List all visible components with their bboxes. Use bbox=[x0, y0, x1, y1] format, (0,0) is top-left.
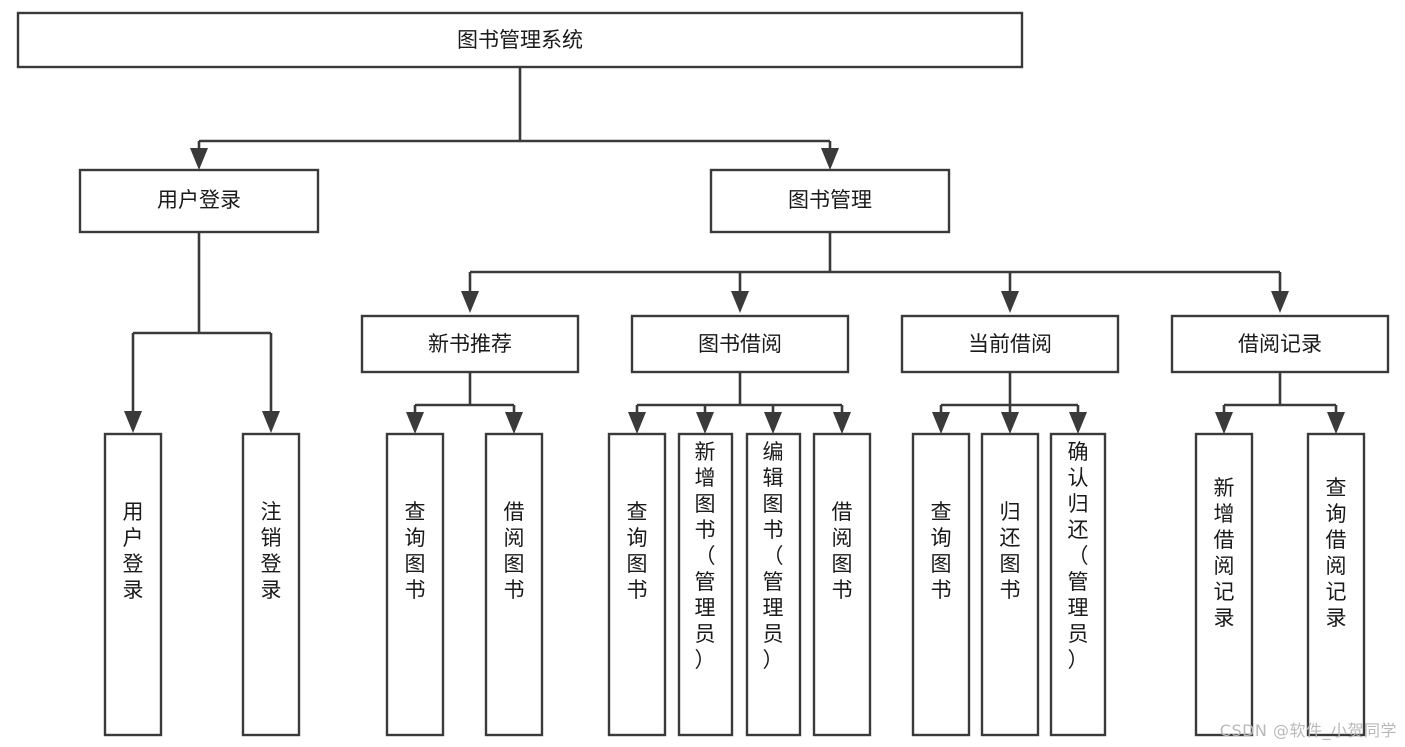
node-leaf-edit-book-box[interactable] bbox=[745, 432, 802, 737]
node-leaf-add-record-box[interactable] bbox=[1194, 432, 1254, 737]
node-leaf-borrow-book-1-label: 借阅图书 bbox=[504, 500, 525, 602]
arrow-icon bbox=[731, 291, 749, 313]
arrow-icon bbox=[406, 412, 424, 434]
node-leaf-logout-box[interactable] bbox=[241, 432, 301, 737]
node-leaf-edit-book-label: 编辑图书（管理员） bbox=[763, 440, 784, 672]
node-leaf-edit-book[interactable]: 编辑图书（管理员） bbox=[745, 432, 802, 737]
node-leaf-query-record-label: 查询借阅记录 bbox=[1326, 476, 1347, 630]
node-borrow-record-label: 借阅记录 bbox=[1238, 332, 1322, 356]
node-current-borrow[interactable]: 当前借阅 bbox=[900, 314, 1120, 374]
arrow-icon bbox=[461, 291, 479, 313]
node-root[interactable]: 图书管理系统 bbox=[16, 11, 1024, 69]
node-leaf-borrow-book-2-box[interactable] bbox=[812, 432, 872, 737]
node-current-borrow-box[interactable] bbox=[900, 314, 1120, 374]
node-new-book-recommend-label: 新书推荐 bbox=[428, 332, 512, 356]
node-leaf-query-book-1[interactable]: 查询图书 bbox=[385, 432, 445, 737]
arrow-icon bbox=[696, 412, 714, 434]
node-root-box[interactable] bbox=[16, 11, 1024, 69]
node-current-borrow-label: 当前借阅 bbox=[968, 332, 1052, 356]
arrow-icon bbox=[821, 148, 839, 170]
node-leaf-user-login-label: 用户登录 bbox=[123, 500, 144, 602]
arrow-icon bbox=[1271, 291, 1289, 313]
arrow-icon bbox=[932, 412, 950, 434]
node-leaf-add-record-label: 新增借阅记录 bbox=[1214, 476, 1235, 630]
node-new-book-recommend[interactable]: 新书推荐 bbox=[360, 314, 580, 374]
node-leaf-add-book[interactable]: 新增图书（管理员） bbox=[677, 432, 734, 737]
node-leaf-query-book-3-label: 查询图书 bbox=[931, 500, 952, 602]
node-book-borrow-label: 图书借阅 bbox=[698, 332, 782, 356]
node-leaf-query-record-box[interactable] bbox=[1306, 432, 1366, 737]
node-leaf-query-book-1-box[interactable] bbox=[385, 432, 445, 737]
node-book-management-label: 图书管理 bbox=[788, 188, 872, 212]
arrow-icon bbox=[124, 411, 142, 433]
node-user-login-label: 用户登录 bbox=[157, 188, 241, 212]
node-leaf-return-book-box[interactable] bbox=[980, 432, 1040, 737]
connector-layer bbox=[124, 67, 1345, 434]
node-leaf-borrow-book-2-label: 借阅图书 bbox=[832, 500, 853, 602]
node-leaf-confirm-return[interactable]: 确认归还（管理员） bbox=[1049, 432, 1107, 737]
node-leaf-query-book-3[interactable]: 查询图书 bbox=[911, 432, 971, 737]
node-leaf-query-book-1-label: 查询图书 bbox=[405, 500, 426, 602]
node-book-management-box[interactable] bbox=[709, 168, 951, 234]
node-new-book-recommend-box[interactable] bbox=[360, 314, 580, 374]
arrow-icon bbox=[1069, 412, 1087, 434]
node-borrow-record-box[interactable] bbox=[1170, 314, 1390, 374]
arrow-icon bbox=[628, 412, 646, 434]
csdn-watermark: CSDN @软件_小贺同学 bbox=[1219, 721, 1397, 740]
node-leaf-user-login[interactable]: 用户登录 bbox=[103, 432, 163, 737]
node-leaf-query-book-2-box[interactable] bbox=[607, 432, 667, 737]
node-leaf-borrow-book-1[interactable]: 借阅图书 bbox=[484, 432, 544, 737]
arrow-icon bbox=[505, 412, 523, 434]
node-leaf-query-book-2-label: 查询图书 bbox=[627, 500, 648, 602]
node-leaf-logout-label: 注销登录 bbox=[261, 500, 282, 602]
node-user-login[interactable]: 用户登录 bbox=[78, 168, 320, 234]
node-user-login-box[interactable] bbox=[78, 168, 320, 234]
node-leaf-query-book-3-box[interactable] bbox=[911, 432, 971, 737]
node-leaf-query-book-2[interactable]: 查询图书 bbox=[607, 432, 667, 737]
node-book-borrow-box[interactable] bbox=[630, 314, 850, 374]
node-leaf-confirm-return-label: 确认归还（管理员） bbox=[1068, 440, 1089, 672]
arrow-icon bbox=[1001, 291, 1019, 313]
arrow-icon bbox=[190, 148, 208, 170]
node-borrow-record[interactable]: 借阅记录 bbox=[1170, 314, 1390, 374]
arrow-icon bbox=[764, 412, 782, 434]
node-leaf-add-book-box[interactable] bbox=[677, 432, 734, 737]
arrow-icon bbox=[262, 411, 280, 433]
node-book-borrow[interactable]: 图书借阅 bbox=[630, 314, 850, 374]
node-leaf-add-book-label: 新增图书（管理员） bbox=[695, 440, 716, 672]
node-leaf-return-book[interactable]: 归还图书 bbox=[980, 432, 1040, 737]
node-leaf-query-record[interactable]: 查询借阅记录 bbox=[1306, 432, 1366, 737]
node-leaf-borrow-book-1-box[interactable] bbox=[484, 432, 544, 737]
node-book-management[interactable]: 图书管理 bbox=[709, 168, 951, 234]
arrow-icon bbox=[1215, 412, 1233, 434]
node-leaf-return-book-label: 归还图书 bbox=[1000, 500, 1021, 602]
node-leaf-user-login-box[interactable] bbox=[103, 432, 163, 737]
arrow-icon bbox=[1001, 412, 1019, 434]
node-leaf-confirm-return-box[interactable] bbox=[1049, 432, 1107, 737]
arrow-icon bbox=[1327, 412, 1345, 434]
node-leaf-borrow-book-2[interactable]: 借阅图书 bbox=[812, 432, 872, 737]
node-root-label: 图书管理系统 bbox=[457, 28, 583, 52]
node-leaf-add-record[interactable]: 新增借阅记录 bbox=[1194, 432, 1254, 737]
node-leaf-logout[interactable]: 注销登录 bbox=[241, 432, 301, 737]
arrow-icon bbox=[833, 412, 851, 434]
